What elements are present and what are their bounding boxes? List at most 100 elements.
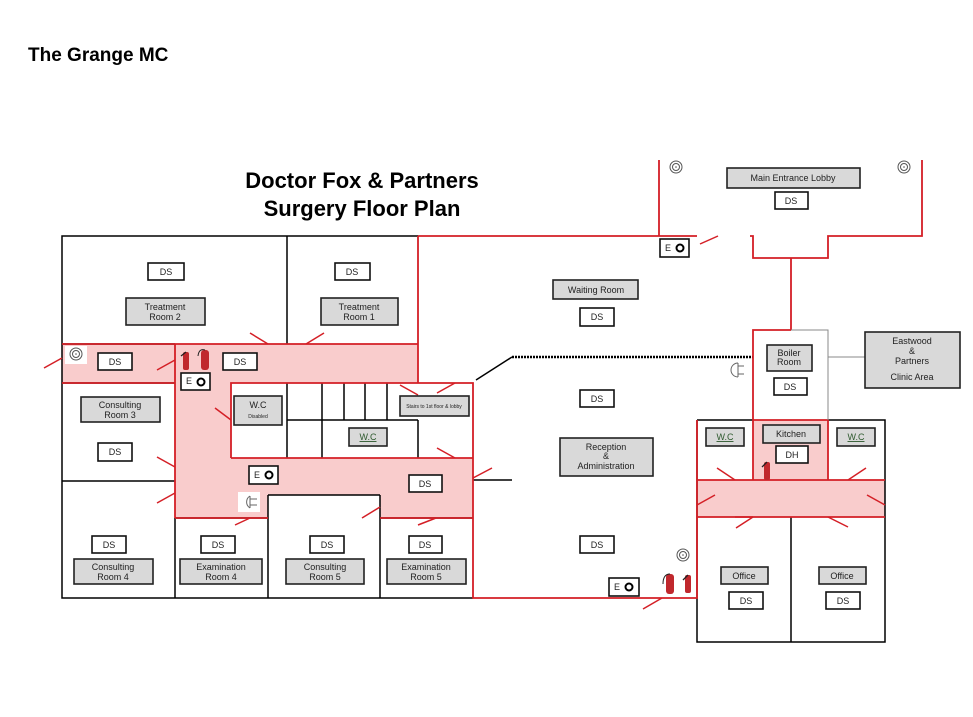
svg-text:Partners: Partners xyxy=(895,356,930,366)
room-examination-5: Examination Room 5 xyxy=(386,558,467,585)
svg-text:Eastwood: Eastwood xyxy=(892,336,932,346)
fire-extinguisher-icon xyxy=(682,574,691,593)
power-plug-icon xyxy=(730,362,744,378)
svg-text:Examination: Examination xyxy=(401,562,451,572)
svg-text:W.C: W.C xyxy=(250,400,267,410)
svg-text:Consulting: Consulting xyxy=(99,400,142,410)
svg-text:W.C: W.C xyxy=(717,432,734,442)
power-plug-icons xyxy=(238,362,744,512)
fire-extinguisher-icon xyxy=(180,351,189,370)
svg-text:Room 2: Room 2 xyxy=(149,312,181,322)
emergency-light-icons: E E E E xyxy=(180,238,690,597)
ds-marker: DS xyxy=(773,377,808,396)
svg-text:DS: DS xyxy=(591,394,604,404)
ds-marker: DS xyxy=(728,591,764,610)
svg-text:Office: Office xyxy=(830,571,853,581)
room-office-1: Office xyxy=(720,566,769,585)
svg-text:&: & xyxy=(909,346,915,356)
svg-text:Office: Office xyxy=(732,571,755,581)
svg-text:E: E xyxy=(186,376,192,386)
ds-marker: DS xyxy=(774,191,809,210)
svg-text:Room: Room xyxy=(777,357,801,367)
svg-text:DH: DH xyxy=(786,450,799,460)
eastwood-clinic-area: Eastwood & Partners Clinic Area xyxy=(864,331,961,389)
svg-text:DS: DS xyxy=(419,479,432,489)
svg-text:Main Entrance Lobby: Main Entrance Lobby xyxy=(750,173,836,183)
svg-text:DS: DS xyxy=(212,540,225,550)
room-waiting: Waiting Room xyxy=(552,279,639,300)
smoke-detector-icon xyxy=(65,346,87,364)
smoke-detector-icons xyxy=(65,160,911,562)
ds-markers: DS DS DS DS DS DS DS DS DS DS DS DS DS D… xyxy=(91,191,861,610)
fire-extinguisher-icon xyxy=(197,349,209,370)
room-kitchen: Kitchen xyxy=(762,424,821,444)
svg-text:Reception: Reception xyxy=(586,442,627,452)
svg-text:DS: DS xyxy=(160,267,173,277)
ds-marker: DS xyxy=(579,389,615,408)
plan-heading-line-2: Surgery Floor Plan xyxy=(264,196,461,221)
svg-text:DS: DS xyxy=(837,596,850,606)
fire-extinguisher-icons xyxy=(180,349,770,594)
svg-text:DS: DS xyxy=(234,357,247,367)
svg-text:DS: DS xyxy=(419,540,432,550)
svg-text:DS: DS xyxy=(103,540,116,550)
ds-marker: DS xyxy=(579,307,615,327)
ds-marker: DS xyxy=(579,535,615,554)
room-wc-right-1: W.C xyxy=(705,427,745,447)
svg-text:Room 1: Room 1 xyxy=(343,312,375,322)
ds-marker: DS xyxy=(97,442,133,462)
smoke-detector-icon xyxy=(897,160,911,174)
ds-marker: DS xyxy=(147,262,185,281)
plan-heading-line-1: Doctor Fox & Partners xyxy=(245,168,479,193)
svg-text:Consulting: Consulting xyxy=(304,562,347,572)
svg-text:DS: DS xyxy=(740,596,753,606)
doors[interactable] xyxy=(43,235,886,610)
room-treatment-2: Treatment Room 2 xyxy=(125,297,206,326)
boiler-room-walls xyxy=(791,329,865,420)
svg-text:Clinic Area: Clinic Area xyxy=(890,372,933,382)
ds-marker: DS xyxy=(408,535,443,554)
ds-marker: DS xyxy=(91,535,127,554)
svg-text:&: & xyxy=(603,451,609,461)
room-wc: W.C xyxy=(348,427,388,447)
ds-marker: DS xyxy=(200,535,236,554)
emergency-light-icon: E xyxy=(659,238,690,258)
ds-marker: DS xyxy=(309,535,345,554)
fire-extinguisher-icon xyxy=(662,573,674,594)
svg-text:Consulting: Consulting xyxy=(92,562,135,572)
ds-marker: DS xyxy=(825,591,861,610)
room-office-2: Office xyxy=(818,566,867,585)
svg-text:Waiting Room: Waiting Room xyxy=(568,285,624,295)
smoke-detector-icon xyxy=(669,160,683,174)
svg-text:Boiler: Boiler xyxy=(777,348,800,358)
svg-text:W.C: W.C xyxy=(848,432,865,442)
emergency-light-icon: E xyxy=(248,465,279,485)
svg-text:Treatment: Treatment xyxy=(145,302,186,312)
svg-text:E: E xyxy=(665,243,671,253)
fire-extinguisher-icon xyxy=(761,461,770,480)
svg-text:DS: DS xyxy=(346,267,359,277)
smoke-detector-icon xyxy=(676,548,690,562)
room-wc-right-2: W.C xyxy=(836,427,876,447)
svg-text:Room 5: Room 5 xyxy=(309,572,341,582)
ds-marker: DS xyxy=(408,474,443,493)
svg-text:Stairs to 1st floor & lobby: Stairs to 1st floor & lobby xyxy=(406,404,462,410)
stairs-label: Stairs to 1st floor & lobby xyxy=(399,395,470,417)
svg-text:DS: DS xyxy=(109,447,122,457)
svg-text:DS: DS xyxy=(321,540,334,550)
emergency-light-icon: E xyxy=(608,577,640,597)
svg-text:Room 5: Room 5 xyxy=(410,572,442,582)
room-reception: Reception & Administration xyxy=(559,437,654,477)
svg-text:Room 4: Room 4 xyxy=(205,572,237,582)
room-examination-4: Examination Room 4 xyxy=(179,558,263,585)
svg-text:Administration: Administration xyxy=(577,461,634,471)
room-consulting-5: Consulting Room 5 xyxy=(285,558,365,585)
dh-marker: DH xyxy=(775,445,809,464)
room-boiler: Boiler Room xyxy=(766,344,813,372)
emergency-light-icon: E xyxy=(180,372,211,391)
svg-text:DS: DS xyxy=(109,357,122,367)
svg-text:E: E xyxy=(254,470,260,480)
svg-text:DS: DS xyxy=(785,196,798,206)
svg-text:Examination: Examination xyxy=(196,562,246,572)
